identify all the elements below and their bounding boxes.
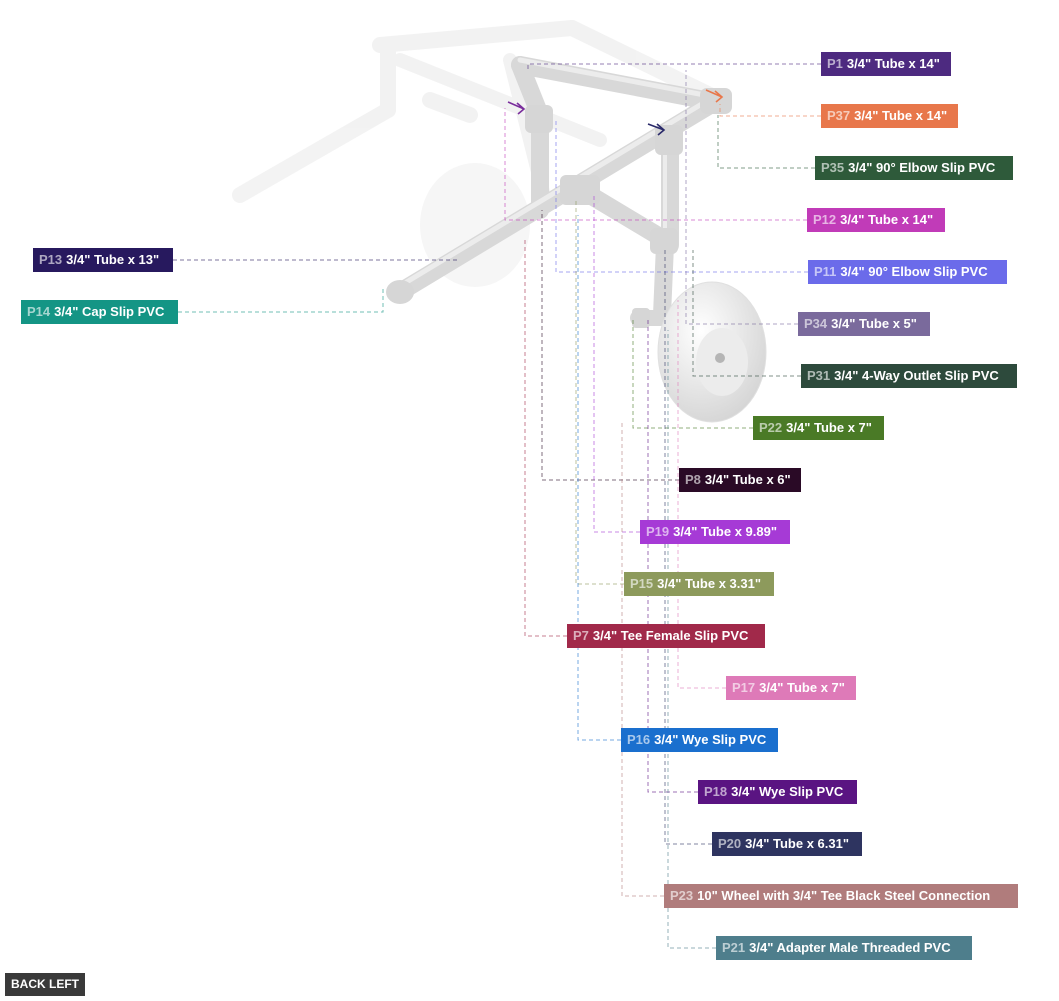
part-id: P8	[685, 472, 701, 487]
part-description: 3/4" 90° Elbow Slip PVC	[848, 160, 996, 175]
part-description: 3/4" Tube x 5"	[831, 316, 917, 331]
part-description: 3/4" Tube x 6.31"	[745, 836, 849, 851]
view-back-left-button[interactable]: BACK LEFT	[5, 973, 85, 996]
part-id: P35	[821, 160, 845, 175]
leader-line-p11	[555, 118, 808, 273]
leader-line-p23	[621, 420, 664, 897]
part-description: 3/4" Tube x 9.89"	[673, 524, 777, 539]
part-id: P7	[573, 628, 589, 643]
part-description: 3/4" Tube x 13"	[66, 252, 160, 267]
leader-line-p21	[667, 330, 716, 949]
part-description: 3/4" Wye Slip PVC	[731, 784, 844, 799]
leader-line-p12	[504, 108, 807, 221]
part-description: 3/4" Tube x 14"	[840, 212, 934, 227]
part-id: P12	[813, 212, 837, 227]
leader-line-p35	[717, 115, 815, 169]
direction-arrows	[507, 89, 724, 136]
part-description: 3/4" Tube x 7"	[759, 680, 845, 695]
leader-line-p20	[664, 250, 712, 845]
leader-line-p22	[632, 318, 753, 429]
part-description: 3/4" Tube x 3.31"	[657, 576, 761, 591]
leader-line-p14	[178, 288, 384, 313]
part-id: P31	[807, 368, 831, 383]
part-id: P23	[670, 888, 694, 903]
part-description: 3/4" Tube x 6"	[704, 472, 791, 487]
part-description: 3/4" Tube x 7"	[786, 420, 872, 435]
leader-line-p8	[541, 210, 679, 481]
part-description: 3/4" Tube x 14"	[846, 56, 940, 71]
part-id: P19	[646, 524, 670, 539]
part-description: 3/4" 90° Elbow Slip PVC	[840, 264, 988, 279]
part-id: P21	[722, 940, 746, 955]
leader-line-p19	[593, 195, 640, 533]
part-description: 3/4" Cap Slip PVC	[54, 304, 165, 319]
part-id: P20	[718, 836, 742, 851]
part-description: 3/4" 4-Way Outlet Slip PVC	[834, 368, 999, 383]
part-id: P34	[804, 316, 828, 331]
part-id: P16	[627, 732, 651, 747]
leader-line-p18	[647, 318, 698, 793]
part-description: 3/4" Tube x 14"	[854, 108, 948, 123]
fittings	[386, 88, 732, 328]
part-id: P14	[27, 304, 51, 319]
leader-line-p1	[527, 63, 821, 72]
leader-line-p34	[685, 70, 798, 325]
part-id: P1	[827, 56, 843, 71]
part-description: 3/4" Adapter Male Threaded PVC	[749, 940, 951, 955]
part-id: P13	[39, 252, 63, 267]
part-description: 3/4" Tee Female Slip PVC	[592, 628, 749, 643]
part-id: P37	[827, 108, 851, 123]
leader-line-p17	[677, 300, 726, 689]
leader-line-p31	[692, 250, 801, 377]
part-description: 10" Wheel with 3/4" Tee Black Steel Conn…	[697, 888, 991, 903]
part-description: 3/4" Wye Slip PVC	[654, 732, 767, 747]
part-id: P22	[759, 420, 783, 435]
leader-line-p7	[524, 240, 567, 637]
wheel	[657, 281, 767, 423]
part-id: P15	[630, 576, 654, 591]
part-id: P18	[704, 784, 728, 799]
part-id: P11	[814, 264, 837, 279]
leader-line-p16	[577, 215, 621, 741]
leader-line-p15	[575, 200, 624, 585]
part-id: P17	[732, 680, 756, 695]
leader-line-p37	[719, 104, 821, 117]
